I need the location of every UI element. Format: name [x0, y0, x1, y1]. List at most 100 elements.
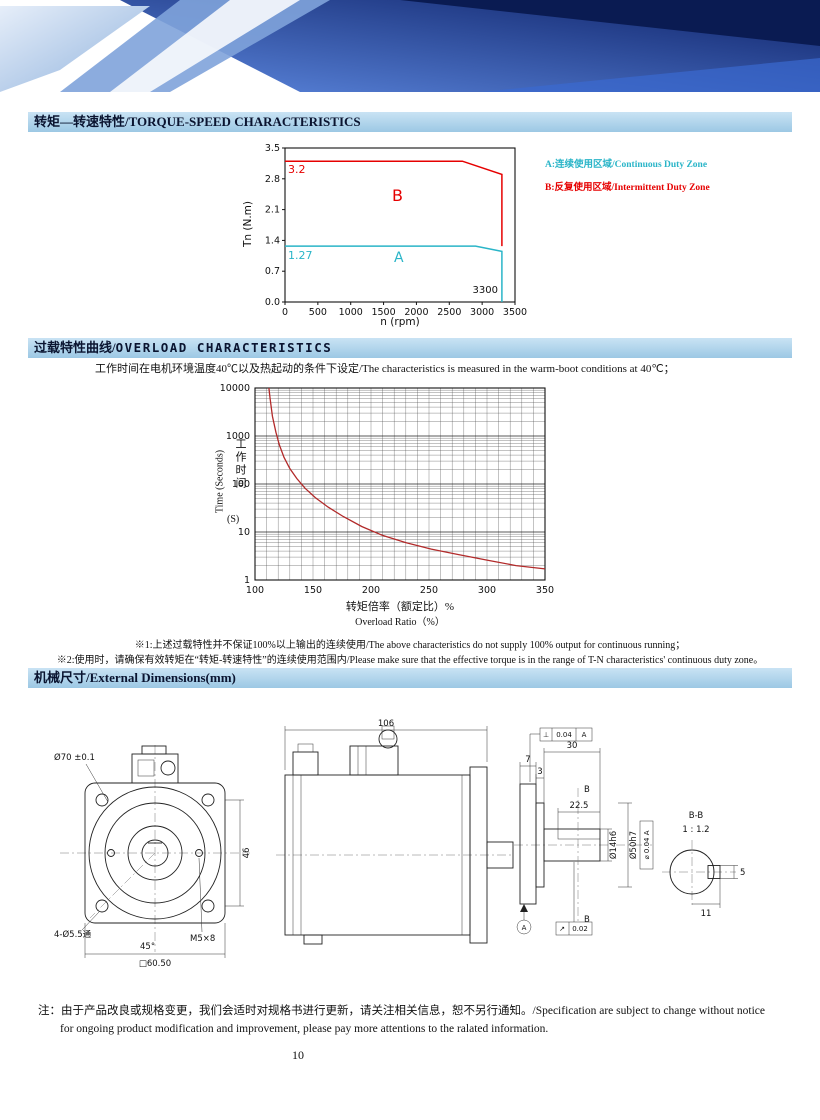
y-tick-label: 2.8 [265, 174, 280, 185]
dim-key-width: 5 [740, 868, 745, 878]
banner-light-stripe [0, 6, 150, 92]
banner-dark-wedge [400, 0, 820, 46]
overload-curve [268, 387, 546, 570]
torque-y-axis-label: Tn (N.m) [242, 200, 254, 248]
section-view-body [662, 840, 736, 908]
front-view-dimensions: 46 Ø70 ±0.1 4-Ø5.5通 45° □60.50 M5×8 [54, 752, 252, 969]
section-b-b-drawing: B-B 1 : 1.2 11 5 [662, 811, 745, 919]
torque-b-value-label: 3.2 [288, 163, 306, 176]
series-line [285, 160, 503, 247]
dim-mounting-holes: 4-Ø5.5通 [54, 929, 92, 940]
x-tick-label: 350 [536, 585, 554, 596]
x-tick-label: 200 [362, 585, 380, 596]
x-tick-label: 500 [309, 307, 327, 318]
fcf-perpendicularity-datum: A [582, 731, 587, 739]
torque-x-axis-label: n (rpm) [380, 316, 420, 328]
fcf-runout-shaft: ⌀ 0.04 A [643, 830, 651, 859]
side-view-body [284, 725, 514, 945]
overload-plot: 1 10 100 1000 10000 100 150 200 250 300 350 [220, 383, 554, 596]
section-mark-b-top: B [584, 785, 590, 795]
y-tick-label: 10 [238, 527, 250, 538]
overload-x-axis-label-en: Overload Ratio（%） [355, 617, 445, 628]
banner-bottom-wedge [480, 58, 820, 92]
section-header-dimensions: 机械尺寸/External Dimensions(mm) [28, 668, 792, 688]
dim-square-size: □60.50 [139, 959, 171, 969]
plot-frame [284, 147, 516, 303]
section-title-overload-en: OVERLOAD CHARACTERISTICS [115, 340, 333, 355]
datum-a-flag: A [522, 924, 527, 932]
dim-shaft-length: 30 [567, 741, 578, 751]
section-header-torque-speed: 转矩—转速特性/TORQUE-SPEED CHARACTERISTICS [28, 112, 792, 132]
front-view-drawing: 46 Ø70 ±0.1 4-Ø5.5通 45° □60.50 M5×8 [54, 745, 252, 969]
overload-y-axis-label-cn: 工作时间 [234, 438, 246, 490]
series-line [285, 245, 503, 302]
datum-triangle [520, 904, 528, 912]
x-tick-label: 100 [246, 585, 264, 596]
x-tick-label: 2500 [437, 307, 461, 318]
dim-boss-thickness: 3 [537, 767, 542, 777]
overload-y-axis-label-en: Time (Seconds) [214, 449, 226, 514]
side-view-dimensions: 106 [284, 719, 488, 770]
footer-disclaimer-line1: 注：由于产品改良或规格变更，我们会适时对规格书进行更新，请关注相关信息，恕不另行… [38, 1005, 765, 1017]
y-tick-label: 1 [244, 575, 250, 586]
dim-key-offset: 11 [701, 909, 712, 919]
x-tick-label: 300 [478, 585, 496, 596]
section-view-title: B-B [689, 811, 704, 821]
y-tick-label: 1.4 [265, 235, 280, 246]
y-tick-label: 1000 [226, 431, 250, 442]
dim-pilot-diameter: Ø70 ±0.1 [54, 752, 95, 763]
x-tick-label: 250 [420, 585, 438, 596]
overload-x-axis-label-cn: 转矩倍率（额定比）% [345, 601, 455, 613]
x-tick-label: 2000 [404, 307, 428, 318]
legend-intermittent-duty: B:反复使用区域/Intermittent Duty Zone [545, 183, 710, 193]
overload-footnote-1: ※1:上述过载特性并不保证100%以上输出的连续使用/The above cha… [134, 640, 686, 651]
side-view-drawing: 106 [276, 719, 514, 945]
torque-speed-plot: 0 500 1000 1500 2000 2500 3000 3500 0.0 0.7 1.4 2.1… [265, 143, 527, 318]
shaft-detail-dimensions: B B 7 30 3 22.5 Ø14h6 Ø50h7 ⌀ 0.0 [516, 727, 654, 936]
legend-continuous-duty: A:连续使用区域/Continuous Duty Zone [545, 160, 708, 170]
fcf-perpendicularity-symbol: ⊥ [543, 731, 549, 739]
dim-shaft-diameter: Ø14h6 [608, 831, 619, 859]
footer-disclaimer-line2: for ongoing product modification and imp… [60, 1022, 549, 1035]
x-tick-label: 3000 [470, 307, 494, 318]
dim-pilot-diameter: Ø50h7 [628, 831, 639, 859]
x-tick-label: 0 [282, 307, 288, 318]
plot-frame [254, 387, 546, 581]
shaft-detail-drawing: B B 7 30 3 22.5 Ø14h6 Ø50h7 ⌀ 0.0 [514, 727, 654, 936]
section-view-dimensions: 11 5 [692, 865, 745, 919]
section-mark-b-bottom: B [584, 915, 590, 925]
x-tick-label: 3500 [503, 307, 527, 318]
page-number: 10 [292, 1048, 304, 1062]
x-tick-label: 1000 [339, 307, 363, 318]
overload-footnote-2: ※2:使用时，请确保有效转矩在“转矩-转速特性”的连续使用范围内/Please … [56, 655, 764, 666]
y-tick-label: 3.5 [265, 143, 280, 154]
dim-flange-thickness: 7 [525, 755, 530, 765]
overload-y-axis-unit: (S) [227, 514, 240, 525]
front-view-centerlines [60, 745, 250, 952]
header-banner-graphic [0, 0, 820, 92]
y-tick-label: 100 [232, 479, 250, 490]
dim-tap-size: M5×8 [190, 934, 215, 944]
banner-white-stripe [110, 0, 300, 92]
section-header-overload: 过载特性曲线/OVERLOAD CHARACTERISTICS [28, 338, 792, 358]
y-tick-label: 0.0 [265, 297, 280, 308]
dim-body-length: 106 [378, 719, 394, 729]
y-tick-label: 10000 [220, 383, 250, 394]
shaft-detail-body [519, 783, 601, 922]
speed-limit-label: 3300 [472, 285, 498, 296]
section-title-overload-cn: 过载特性曲线/ [34, 340, 116, 355]
x-tick-label: 1500 [371, 307, 395, 318]
dim-key-length: 22.5 [570, 801, 589, 811]
x-tick-label: 150 [304, 585, 322, 596]
section-title-torque: 转矩—转速特性/TORQUE-SPEED CHARACTERISTICS [34, 114, 361, 129]
dim-hole-angle: 45° [140, 942, 155, 952]
torque-a-value-label: 1.27 [288, 249, 313, 262]
dim-hole-pitch: 46 [242, 848, 252, 859]
front-view-body [84, 745, 226, 924]
y-tick-label: 0.7 [265, 266, 280, 277]
zone-label-b: B [392, 186, 403, 205]
fcf-runout-tolerance: 0.02 [572, 925, 588, 933]
y-tick-label: 2.1 [265, 205, 280, 216]
footer-disclaimer: 注：由于产品改良或规格变更，我们会适时对规格书进行更新，请关注相关信息，恕不另行… [38, 1003, 782, 1039]
